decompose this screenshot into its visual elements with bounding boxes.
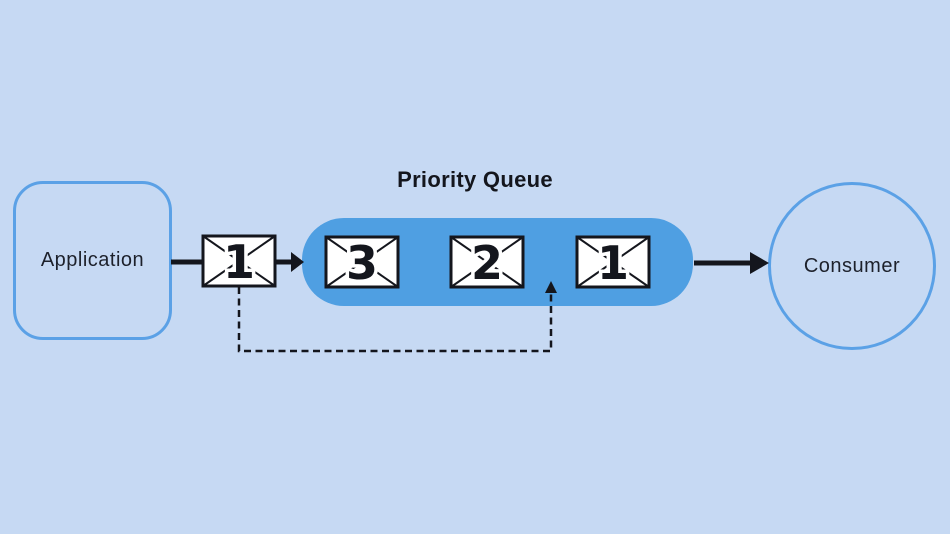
consumer-node: Consumer [768,182,936,350]
edge-queue-to-consumer [694,252,769,274]
incoming-message-envelope: 1 [201,232,277,293]
incoming-message-priority: 1 [223,235,255,289]
diagram-title: Priority Queue [397,167,553,192]
priority-queue-container [302,218,693,306]
arrowhead-into-consumer [750,252,769,274]
application-label: Application [40,249,145,271]
edge-message-to-queue [276,252,304,272]
consumer-label: Consumer [803,254,901,277]
application-node: Application [13,181,172,340]
